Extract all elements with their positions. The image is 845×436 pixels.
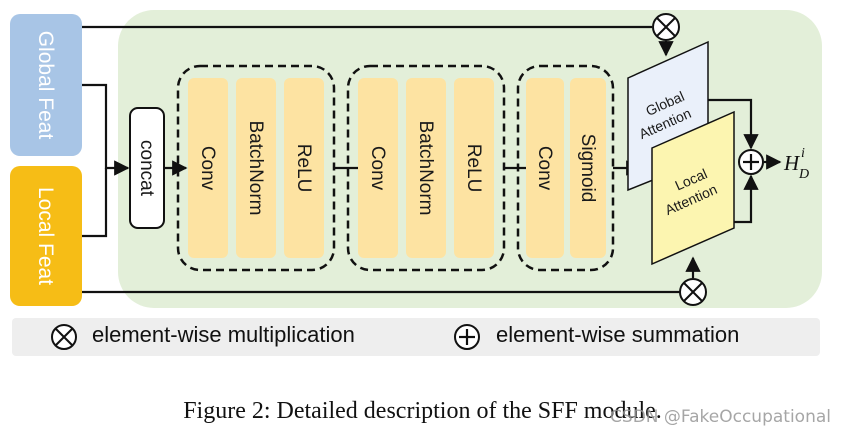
global-feat-label: Global Feat — [34, 31, 57, 140]
output-label-base: H — [783, 151, 801, 175]
legend-sum-icon — [454, 324, 480, 350]
legend-multiplication-label: element-wise multiplication — [92, 322, 355, 347]
block2-relu-label: ReLU — [463, 144, 484, 193]
block1-conv-layer — [188, 78, 228, 258]
block1-bn-layer — [236, 78, 276, 258]
block2-bn-layer — [406, 78, 446, 258]
local-feat-label: Local Feat — [34, 187, 57, 285]
block2-frame — [346, 64, 506, 272]
watermark: CSDN @FakeOccupational — [610, 407, 831, 427]
legend-summation-label: element-wise summation — [496, 322, 740, 347]
sum-icon — [738, 149, 764, 175]
multiply-icon-top — [652, 13, 680, 41]
attention-output-connectors — [708, 98, 782, 224]
block3-conv-layer — [526, 78, 564, 258]
block3-frame — [516, 64, 615, 272]
legend-bar — [12, 318, 820, 356]
input-connectors — [82, 83, 130, 238]
output-label-sub: D — [798, 167, 809, 182]
block2-conv-layer — [358, 78, 398, 258]
legend-multiply-icon — [51, 324, 77, 350]
block2-relu-layer — [454, 78, 494, 258]
block3-sigmoid-layer — [570, 78, 606, 258]
block1-bn-label: BatchNorm — [245, 120, 266, 215]
block2-conv-label: Conv — [367, 146, 388, 191]
block3-conv-label: Conv — [534, 146, 555, 191]
local-feat-block — [10, 166, 82, 306]
block1-relu-layer — [284, 78, 324, 258]
block1-relu-label: ReLU — [293, 144, 314, 193]
multiply-icon-bottom — [679, 278, 707, 306]
block1-frame — [176, 64, 336, 272]
concat-label: concat — [136, 140, 157, 197]
block3-sigmoid-label: Sigmoid — [577, 134, 598, 203]
global-skip-line — [82, 25, 674, 57]
local-skip-line — [82, 256, 701, 294]
block2-bn-label: BatchNorm — [415, 120, 436, 215]
output-label-sup: i — [801, 146, 805, 161]
global-feat-block — [10, 14, 82, 156]
block1-conv-label: Conv — [197, 146, 218, 191]
figure-caption: Figure 2: Detailed description of the SF… — [183, 398, 662, 424]
local-attention-plane — [651, 110, 735, 266]
